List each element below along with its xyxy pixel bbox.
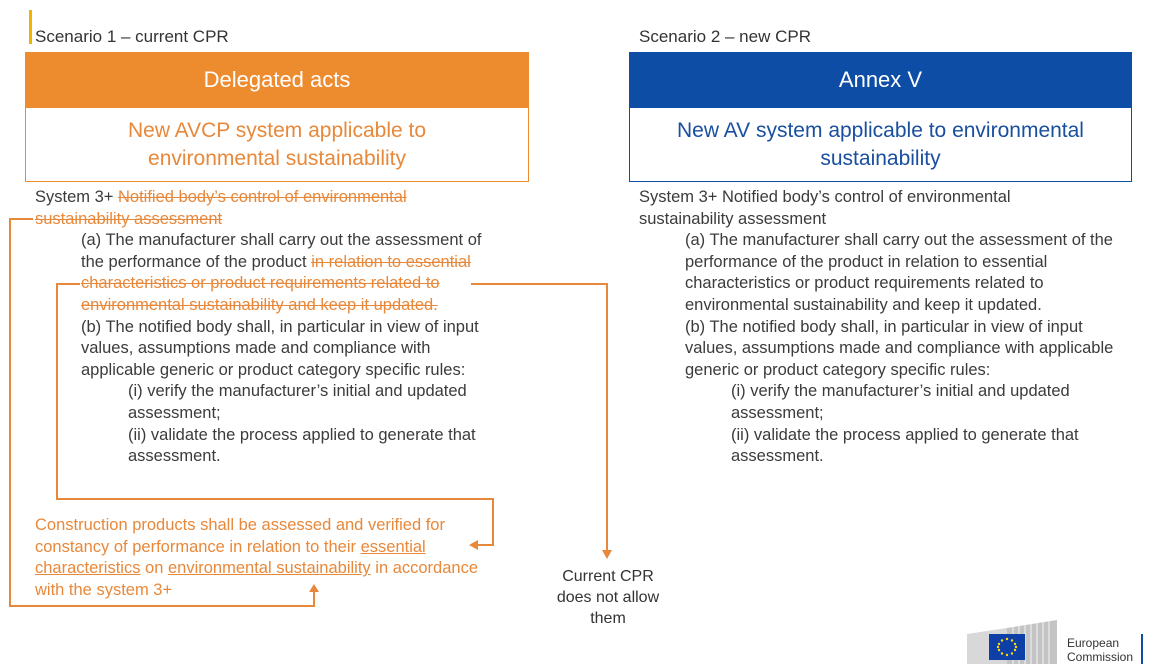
left-item-b: (b) The notified body shall, in particul…	[81, 317, 479, 379]
scenario-1-label: Scenario 1 – current CPR	[35, 27, 229, 46]
system-struck: Notified body’s control of environmental…	[35, 188, 407, 228]
system-prefix: System 3+	[35, 188, 118, 206]
accent-line	[29, 10, 32, 44]
ec-logo-text: European Commission	[1067, 636, 1134, 664]
right-system-text: System 3+ Notified body’s control of env…	[639, 187, 1125, 468]
left-item-a: (a) The manufacturer shall carry out the…	[81, 231, 482, 314]
left-item-b-i: (i) verify the manufacturer’s initial an…	[128, 382, 467, 422]
right-connector-line	[471, 283, 608, 552]
construction-products-text: Construction products shall be assessed …	[35, 516, 479, 599]
european-commission-logo: European Commission	[967, 620, 1147, 664]
right-system-line: System 3+ Notified body’s control of env…	[639, 188, 1011, 228]
outer-bracket-line	[9, 218, 315, 607]
item-a-struck: in relation to essential characteristics…	[81, 252, 471, 314]
left-system-text: System 3+ Notified body’s control of env…	[35, 187, 505, 468]
logo-divider	[1141, 634, 1143, 664]
arrow-left-head	[469, 540, 478, 550]
av-subheader: New AV system applicable to environmenta…	[629, 108, 1132, 182]
scenario-2-label: Scenario 2 – new CPR	[639, 27, 811, 46]
delegated-acts-header: Delegated acts	[25, 52, 529, 108]
left-system-line: System 3+ Notified body’s control of env…	[35, 187, 505, 230]
berlaymont-icon	[967, 620, 1057, 664]
annex-v-header: Annex V	[629, 52, 1132, 108]
right-item-b: (b) The notified body shall, in particul…	[685, 317, 1114, 379]
left-item-b-ii: (ii) validate the process applied to gen…	[128, 425, 476, 466]
inner-bracket-line	[56, 283, 494, 546]
arrow-down-head	[602, 550, 612, 559]
right-item-a: (a) The manufacturer shall carry out the…	[685, 231, 1113, 314]
right-item-b-ii: (ii) validate the process applied to gen…	[731, 425, 1079, 466]
right-item-b-i: (i) verify the manufacturer’s initial an…	[731, 382, 1070, 422]
arrow-up-head	[309, 584, 319, 592]
avcp-subheader: New AVCP system applicable to environmen…	[25, 108, 529, 182]
current-cpr-note: Current CPR does not allow them	[556, 568, 660, 627]
